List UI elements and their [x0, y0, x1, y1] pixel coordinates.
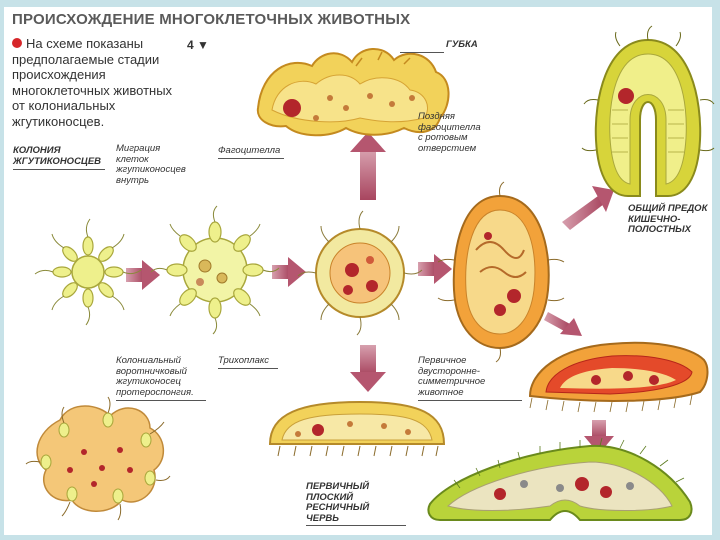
label-ancestor-line: ОБЩИЙ ПРЕДОК [628, 203, 708, 214]
leader-line [218, 158, 284, 159]
phagocytella-organism [297, 210, 423, 336]
leader-line [116, 400, 206, 401]
arrow-to-ancestor [562, 186, 614, 230]
label-flatworm-line: ЧЕРВЬ [306, 512, 339, 524]
arrow-to-sponge [350, 132, 386, 200]
red-bullet-icon [12, 38, 22, 48]
label-flatworm: ПЕРВИЧНЫЙ ПЛОСКИЙ РЕСНИЧНЫЙ ЧЕРВЬ [306, 481, 370, 524]
arrow-colony-to-migration [126, 260, 160, 290]
label-bilateral-line: симметричное [418, 376, 486, 387]
flagellate-colony [34, 218, 142, 326]
arrow-migration-to-phagocytella [272, 257, 306, 287]
label-late-phagocytella-line: с ротовым [418, 132, 468, 143]
coelenterate-ancestor-organism [581, 25, 715, 197]
label-proterospongia-line: протероспонгия. [116, 386, 194, 398]
proterospongia-organism [25, 396, 171, 521]
intro-line: многоклеточных животных [12, 82, 173, 98]
bilateral-animal-organism [528, 341, 709, 413]
leader-line [418, 400, 522, 401]
label-bilateral-line: Первичное [418, 355, 467, 366]
page-reference: 4 ▼ [187, 38, 209, 52]
frame-right-bar [712, 0, 720, 540]
frame-top-bar [0, 0, 720, 7]
label-flatworm-line: ПЕРВИЧНЫЙ [306, 481, 370, 492]
leader-line [306, 525, 406, 526]
label-late-phagocytella: Поздняя фагоцителла с ротовым отверстием [418, 111, 481, 154]
intro-line: происхождения [12, 67, 106, 82]
leader-line [218, 368, 278, 369]
label-late-phagocytella-line: Поздняя [418, 111, 455, 122]
intro-line: от колониальных [12, 98, 116, 113]
label-migration-line: жгутиконосцев [116, 164, 186, 175]
frame-bottom-bar [0, 535, 720, 540]
migration-colony [150, 205, 280, 335]
arrow-to-bilateral [544, 312, 582, 336]
label-migration-line: клеток [116, 153, 149, 165]
label-sponge: ГУБКА [446, 39, 478, 50]
leader-line [13, 169, 105, 170]
label-colony: КОЛОНИЯ ЖГУТИКОНОСЦЕВ [13, 145, 102, 167]
label-migration-line: внутрь [116, 174, 150, 186]
label-proterospongia: Колониальный воротничковый жгутиконосец … [116, 355, 194, 398]
intro-line: жгутиконосцев. [12, 113, 105, 129]
label-bilateral-line: двусторонне- [418, 365, 480, 377]
late-phagocytella-organism [437, 181, 565, 363]
label-bilateral-animal: Первичное двусторонне- симметричное живо… [418, 355, 486, 398]
arrow-phagocytella-to-late [418, 254, 452, 284]
intro-line: На схеме показаны [26, 36, 144, 51]
label-migration-line: Миграция [116, 143, 161, 154]
page-title: ПРОИСХОЖДЕНИЕ МНОГОКЛЕТОЧНЫХ ЖИВОТНЫХ [12, 11, 411, 28]
label-bilateral-line: животное [418, 386, 464, 398]
frame-left-bar [0, 0, 4, 540]
label-ancestor-line: КИШЕЧНО- [628, 213, 681, 225]
label-late-phagocytella-line: отверстием [418, 142, 477, 154]
label-colony-line: КОЛОНИЯ [13, 145, 61, 156]
label-colony-line: ЖГУТИКОНОСЦЕВ [13, 155, 102, 167]
label-ancestor-line: ПОЛОСТНЫХ [628, 224, 692, 235]
label-late-phagocytella-line: фагоцителла [418, 121, 481, 133]
flatworm-organism [427, 437, 693, 521]
label-migration: Миграция клеток жгутиконосцев внутрь [116, 143, 186, 186]
label-proterospongia-line: Колониальный [116, 355, 181, 366]
label-phagocytella: Фагоцителла [218, 145, 281, 156]
label-flatworm-line: РЕСНИЧНЫЙ [306, 502, 370, 513]
label-coelenterate-ancestor: ОБЩИЙ ПРЕДОК КИШЕЧНО- ПОЛОСТНЫХ [628, 203, 708, 236]
label-proterospongia-line: жгутиконосец [116, 376, 181, 387]
label-proterospongia-line: воротничковый [116, 365, 187, 377]
arrow-to-trichoplax [350, 345, 386, 392]
sponge-organism [256, 48, 450, 137]
leader-line [400, 52, 444, 53]
intro-line: предполагаемые стадии [12, 51, 160, 67]
label-flatworm-line: ПЛОСКИЙ [306, 491, 354, 503]
trichoplax-organism [268, 400, 446, 457]
intro-text: На схеме показаны предполагаемые стадии … [12, 36, 202, 129]
label-trichoplax: Трихоплакс [218, 355, 269, 366]
